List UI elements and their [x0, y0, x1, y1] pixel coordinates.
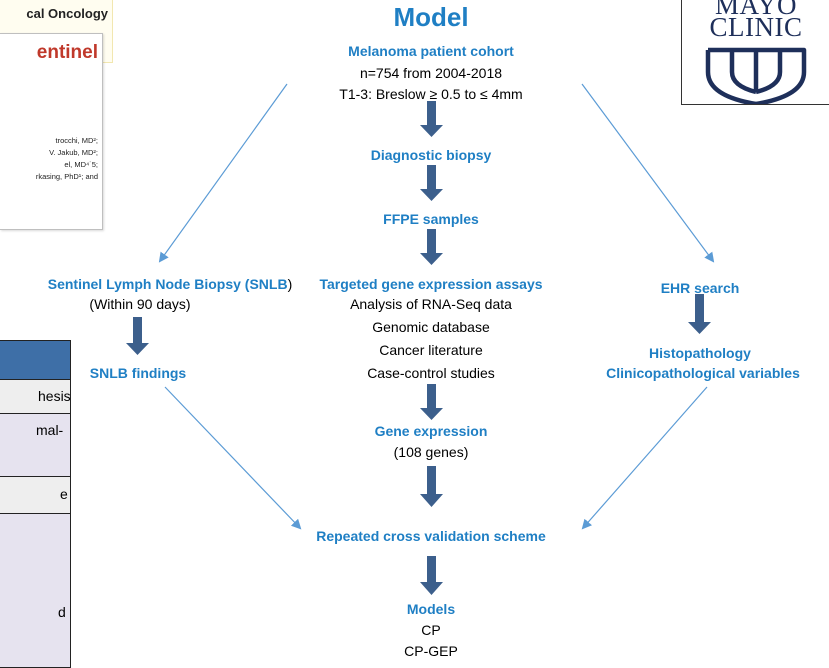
author-line: rkasing, PhD¹; and: [35, 172, 98, 181]
gene-count: (108 genes): [393, 444, 469, 460]
sentinel-heading: Sentinel Lymph Node Biopsy (SNLB): [30, 275, 310, 293]
validation-scheme: Repeated cross validation scheme: [316, 528, 546, 544]
arrow-to-sentinel: [158, 83, 288, 263]
arrow-sentinel-to-findings: [126, 317, 149, 355]
table-row: hesis: [0, 380, 71, 414]
assays-heading: Targeted gene expression assays: [319, 276, 543, 292]
assay-item: Case-control studies: [367, 365, 495, 381]
table-header: [0, 341, 70, 380]
diagram-title: Model: [393, 2, 469, 32]
arrow-gene-to-validation: [420, 466, 443, 507]
ehr-search: EHR search: [660, 280, 740, 296]
paper-authors: trocchi, MD²; V. Jakub, MD²; el, MD⁴˙5; …: [0, 135, 98, 183]
gene-expression-heading: Gene expression: [374, 423, 488, 439]
sentinel-heading-label: Sentinel Lymph Node Biopsy (SNLB: [47, 276, 288, 292]
author-line: el, MD⁴˙5;: [64, 160, 98, 169]
arrow-cohort-to-biopsy: [420, 101, 443, 137]
logo-text: MAYO CLINIC: [682, 0, 829, 42]
ffpe-samples: FFPE samples: [383, 211, 479, 227]
assay-item: Genomic database: [372, 319, 490, 335]
cohort-criteria: T1-3: Breslow ≥ 0.5 to ≤ 4mm: [339, 86, 523, 102]
logo-line-1: MAYO: [714, 0, 798, 20]
table-cell: mal-: [36, 422, 64, 438]
models-heading: Models: [406, 601, 456, 617]
arrow-biopsy-to-ffpe: [420, 165, 443, 201]
paper-title: entinel: [36, 42, 98, 63]
sentinel-window: (Within 90 days): [89, 296, 191, 312]
assay-item: Cancer literature: [379, 342, 483, 358]
sentinel-heading-paren: ): [287, 276, 293, 292]
diagnostic-biopsy: Diagnostic biopsy: [370, 147, 492, 163]
author-line: V. Jakub, MD²;: [49, 148, 98, 157]
arrow-to-ehr: [581, 83, 715, 263]
assay-item: Analysis of RNA-Seq data: [350, 296, 512, 312]
table-cell: hesis: [38, 388, 71, 404]
arrow-ffpe-to-assays: [420, 229, 443, 265]
paper-thumbnail: [0, 33, 103, 230]
model-item: CP-GEP: [404, 643, 458, 659]
arrow-validation-to-models: [420, 556, 443, 595]
cohort-heading: Melanoma patient cohort: [348, 43, 514, 59]
author-line: trocchi, MD²;: [55, 136, 98, 145]
side-table: hesis mal- e d: [0, 340, 71, 668]
arrow-histo-to-validation: [581, 386, 708, 530]
cohort-size: n=754 from 2004-2018: [359, 65, 503, 81]
table-cell: d: [58, 604, 66, 620]
arrow-assays-to-gene: [420, 384, 443, 420]
clinicopathological-variables: Clinicopathological variables: [606, 365, 800, 381]
snlb-findings: SNLB findings: [89, 365, 187, 381]
arrow-snlb-to-validation: [164, 386, 302, 530]
table-row: mal-: [0, 414, 70, 477]
arrow-ehr-to-histo: [688, 294, 711, 334]
model-item: CP: [421, 622, 441, 638]
table-row: e: [0, 477, 70, 514]
shield-icon: [705, 47, 807, 104]
table-row: d: [0, 514, 70, 667]
logo-line-2: CLINIC: [709, 12, 803, 42]
mayo-clinic-logo: MAYO CLINIC: [681, 0, 829, 105]
table-cell: e: [60, 486, 68, 502]
histopathology: Histopathology: [649, 345, 751, 361]
journal-title: cal Oncology: [26, 6, 108, 21]
